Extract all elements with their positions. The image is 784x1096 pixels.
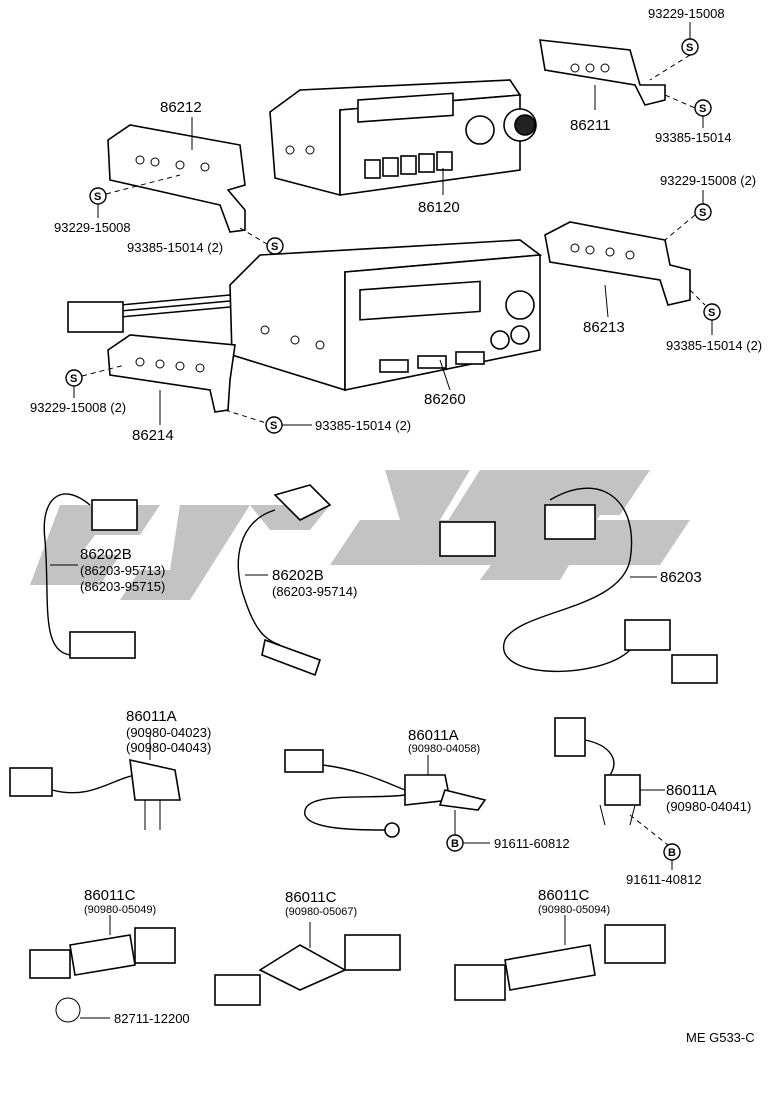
footer-code: ME G533-C: [686, 1030, 755, 1045]
screw-symbol-left-lower: S: [266, 237, 284, 255]
label-86203-95713: (86203-95713): [80, 563, 165, 578]
label-86011a-mid: 86011A: [408, 727, 459, 744]
label-86011a-right: 86011A: [666, 782, 717, 799]
label-93229-15008-top: 93229-15008: [648, 6, 725, 21]
label-86203-95715: (86203-95715): [80, 579, 165, 594]
relay-86011a-mid: [284, 749, 490, 844]
label-86211: 86211: [570, 117, 611, 134]
filter-86011c-left: [29, 915, 176, 1023]
label-93385-15014-2-bottom: 93385-15014 (2): [315, 418, 411, 433]
label-90980-05049: (90980-05049): [84, 904, 156, 916]
screw-symbol-bottom-left: S: [65, 369, 83, 387]
relay-86011a-left: [9, 735, 181, 830]
label-90980-04023: (90980-04023): [126, 725, 211, 740]
svg-text:S: S: [699, 103, 706, 115]
screw-symbol-bottom-mid: S: [265, 416, 283, 434]
label-90980-04058: (90980-04058): [408, 743, 480, 755]
label-86202b-left: 86202B: [80, 546, 132, 563]
harness-86203: [439, 487, 718, 684]
label-86011a-left: 86011A: [126, 708, 177, 725]
screw-symbol-top-lower: S: [694, 99, 712, 117]
harness-86202b-mid: [237, 484, 332, 677]
label-86202b-mid: 86202B: [272, 567, 324, 584]
bolt-symbol-mid: B: [446, 834, 464, 852]
label-90980-04043: (90980-04043): [126, 740, 211, 755]
svg-text:B: B: [451, 838, 459, 850]
label-93229-15008-2-right: 93229-15008 (2): [660, 173, 756, 188]
label-90980-04041: (90980-04041): [666, 799, 751, 814]
filter-86011c-right: [454, 915, 666, 1001]
svg-text:B: B: [668, 847, 676, 859]
bracket-86214: [107, 334, 236, 413]
label-82711-12200: 82711-12200: [114, 1011, 190, 1026]
harness-86202b-left: [43, 493, 138, 659]
label-86214: 86214: [132, 427, 174, 444]
svg-text:S: S: [270, 420, 277, 432]
bracket-86213: [544, 221, 691, 306]
relay-86011a-right: [554, 717, 669, 846]
bolt-symbol-right: B: [663, 843, 681, 861]
screw-symbol-right-lower: S: [703, 303, 721, 321]
label-86120: 86120: [418, 199, 460, 216]
svg-text:S: S: [70, 373, 77, 385]
bracket-86211: [539, 39, 666, 106]
svg-text:S: S: [94, 191, 101, 203]
label-86213: 86213: [583, 319, 625, 336]
label-86011c-mid: 86011C: [285, 889, 337, 906]
tape-unit-86260: [67, 239, 543, 392]
label-86260: 86260: [424, 391, 466, 408]
screw-symbol-left: S: [89, 187, 107, 205]
label-86011c-left: 86011C: [84, 887, 136, 904]
radio-unit-86120: [269, 79, 537, 197]
label-90980-05094: (90980-05094): [538, 904, 610, 916]
svg-text:S: S: [708, 307, 715, 319]
label-86011c-right: 86011C: [538, 887, 590, 904]
label-93229-15008-2-left: 93229-15008 (2): [30, 400, 126, 415]
svg-text:S: S: [271, 241, 278, 253]
label-86203: 86203: [660, 569, 702, 586]
label-90980-05067: (90980-05067): [285, 906, 357, 918]
label-93385-15014-2-left: 93385-15014 (2): [127, 240, 223, 255]
bracket-86212: [107, 124, 246, 233]
label-93385-15014-2-right: 93385-15014 (2): [666, 338, 762, 353]
screw-symbol-right: S: [694, 203, 712, 221]
svg-text:S: S: [699, 207, 706, 219]
label-91611-40812: 91611-40812: [626, 872, 702, 887]
label-86203-95714: (86203-95714): [272, 584, 357, 599]
svg-text:S: S: [686, 42, 693, 54]
label-91611-60812: 91611-60812: [494, 836, 570, 851]
label-93229-15008-left: 93229-15008: [54, 220, 131, 235]
filter-86011c-mid: [214, 922, 401, 1006]
screw-symbol-top: S: [681, 38, 699, 56]
label-86212: 86212: [160, 99, 202, 116]
label-93385-15014-top: 93385-15014: [655, 130, 732, 145]
